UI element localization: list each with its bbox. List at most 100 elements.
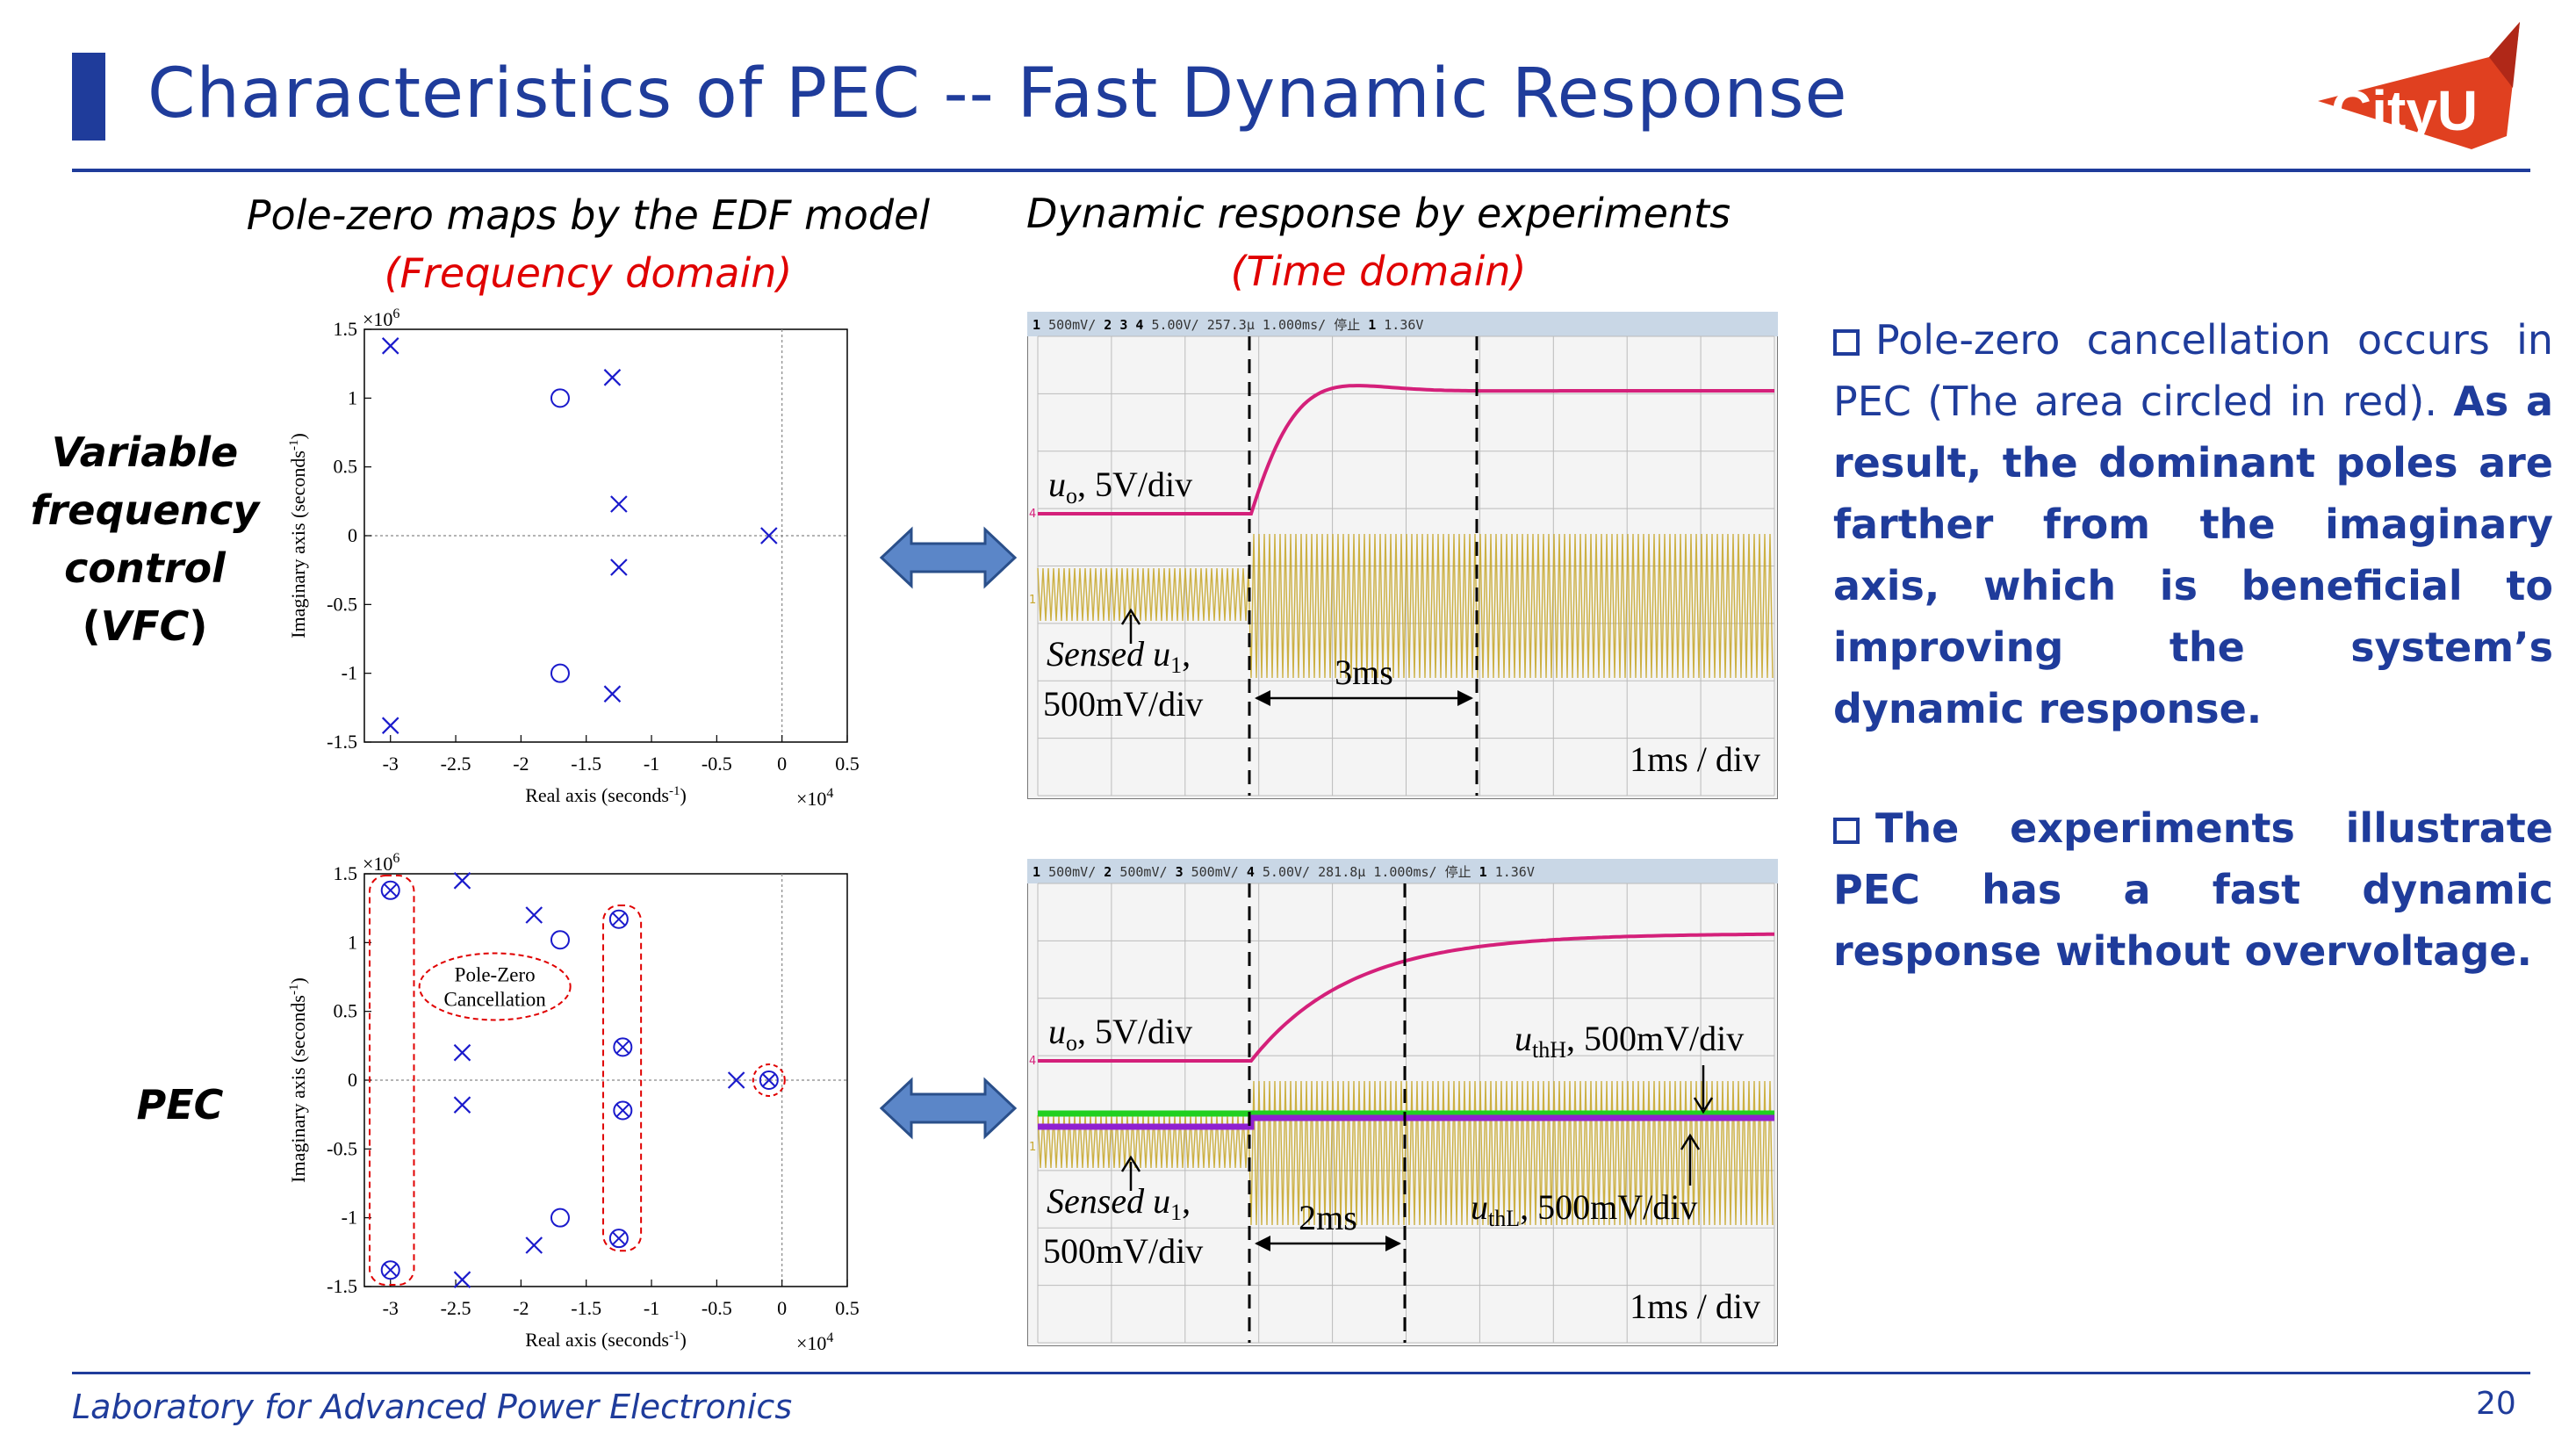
- y-tick-label: 1: [348, 931, 357, 953]
- x-tick-label: -2.5: [441, 753, 471, 775]
- x-tick-label: -2.5: [441, 1297, 471, 1319]
- y-tick-label: 1.5: [334, 318, 358, 340]
- scope-status-bar: [1027, 859, 1778, 883]
- page-number: 20: [2476, 1386, 2516, 1422]
- interval-label: 3ms: [1335, 652, 1393, 692]
- interval-arrowhead: [1457, 690, 1473, 706]
- y-tick-label: -0.5: [327, 1137, 357, 1159]
- interval-arrowhead: [1255, 690, 1270, 706]
- channel-marker: 4: [1029, 1055, 1036, 1068]
- oscilloscope-top: 1 500mV/ 2 3 4 5.00V/ 257.3μ 1.000ms/ 停止…: [1027, 312, 1778, 799]
- y-tick-label: 1: [348, 386, 357, 408]
- channel-marker: 1: [1029, 594, 1036, 607]
- y-tick-label: 0.5: [334, 456, 358, 478]
- logo-text: CityU: [2331, 79, 2478, 142]
- pole-marker: [453, 1096, 471, 1114]
- up-arrow-icon: [1680, 1133, 1701, 1186]
- annotation-text: Cancellation: [444, 988, 547, 1010]
- x-tick-label: 0.5: [835, 1297, 860, 1319]
- interval-arrowhead: [1255, 1236, 1270, 1251]
- right-header-line2: (Time domain): [1230, 248, 1527, 295]
- scope-status-bar: [1027, 312, 1778, 336]
- x-tick-label: -1.5: [571, 1297, 601, 1319]
- y-tick-label: -1.5: [327, 1275, 357, 1297]
- x-tick-label: -1: [644, 753, 659, 775]
- pole-marker: [610, 495, 628, 513]
- pole-marker: [525, 906, 543, 924]
- trace-uthl: [1038, 1114, 1774, 1130]
- up-arrow-icon: [1120, 608, 1141, 644]
- cancellation-marker: [608, 1229, 629, 1249]
- title-divider: [72, 169, 2530, 172]
- annotation-bubble: [418, 952, 572, 1021]
- vfc-label-line: Variable: [51, 429, 239, 476]
- x-axis-label: Real axis (seconds-1): [525, 1329, 687, 1351]
- double-arrow-icon: [879, 1077, 1018, 1140]
- x-tick-label: -1: [644, 1297, 659, 1319]
- oscilloscope-bottom: 1 500mV/ 2 500mV/ 3 500mV/ 4 5.00V/ 281.…: [1027, 859, 1778, 1346]
- cityu-logo: CityU: [2318, 22, 2520, 149]
- scope-status-text: 1 500mV/ 2 3 4 5.00V/ 257.3μ 1.000ms/ 停止…: [1033, 317, 1423, 333]
- bullet-item: Pole-zero cancellation occurs in PEC (Th…: [1833, 309, 2553, 739]
- channel-marker: 4: [1029, 508, 1036, 521]
- x-tick-label: 0.5: [835, 753, 860, 775]
- annotation-text: Pole-Zero: [455, 963, 536, 985]
- bullet-bold-text: The experiments illustrate PEC has a fas…: [1833, 804, 2553, 975]
- x-tick-label: 0: [777, 1297, 787, 1319]
- x-tick-label: -0.5: [702, 753, 732, 775]
- trace-uo: [1038, 932, 1774, 1063]
- y-tick-label: 1.5: [334, 862, 358, 884]
- cancellation-marker: [608, 909, 629, 929]
- pole-marker: [760, 527, 778, 544]
- zero-marker: [550, 930, 570, 950]
- pole-marker: [525, 1236, 543, 1254]
- pole-marker: [453, 1043, 471, 1062]
- y-multiplier: ×106: [363, 851, 399, 875]
- x-axis-label: Real axis (seconds-1): [525, 784, 687, 806]
- vfc-label-line: frequency: [30, 487, 260, 534]
- x-tick-label: -2: [513, 1297, 529, 1319]
- x-multiplier: ×104: [796, 1330, 833, 1354]
- bullet-bold-text: As a result, the dominant poles are fart…: [1833, 378, 2553, 732]
- x-tick-label: 0: [777, 753, 787, 775]
- x-tick-label: -0.5: [702, 1297, 732, 1319]
- sensed-label-line2: 500mV/div: [1043, 1231, 1203, 1271]
- zero-marker: [550, 1208, 570, 1228]
- sensed-label: Sensed u1,: [1047, 634, 1191, 678]
- vfc-label-line: control: [64, 544, 226, 592]
- y-axis-label: Imaginary axis (seconds-1): [287, 977, 309, 1183]
- vfc-abbr: (VFC): [82, 602, 208, 650]
- pole-marker: [453, 1271, 471, 1288]
- pole-marker: [610, 559, 628, 576]
- y-axis-label: Imaginary axis (seconds-1): [287, 433, 309, 638]
- channel-marker: 1: [1029, 1141, 1036, 1154]
- up-arrow-icon: [1120, 1155, 1141, 1191]
- cancellation-marker: [380, 880, 400, 900]
- cancellation-region: [602, 905, 643, 1252]
- timebase-label: 1ms / div: [1630, 739, 1760, 779]
- y-tick-label: -1.5: [327, 731, 357, 753]
- title-accent-bar: [72, 53, 105, 141]
- plot-frame: [363, 873, 848, 1287]
- down-arrow-icon: [1693, 1065, 1714, 1114]
- cancellation-marker: [759, 1071, 779, 1090]
- x-tick-label: -3: [383, 1297, 399, 1319]
- x-tick-label: -1.5: [571, 753, 601, 775]
- y-tick-label: 0: [348, 524, 357, 546]
- zero-marker: [550, 663, 570, 683]
- x-tick-label: -3: [383, 753, 399, 775]
- x-tick-label: -2: [513, 753, 529, 775]
- scope-frame: [1027, 859, 1778, 1346]
- y-tick-label: 0: [348, 1069, 357, 1091]
- sensed-label-line2: 500mV/div: [1043, 684, 1203, 724]
- cancellation-marker: [613, 1037, 633, 1057]
- plot-frame: [363, 328, 848, 743]
- pole-marker: [603, 369, 622, 386]
- uthl-label: uthL, 500mV/div: [1471, 1187, 1697, 1231]
- y-multiplier: ×106: [363, 306, 399, 330]
- pec-row-label: PEC: [136, 1081, 224, 1128]
- checkbox-bullet-icon: [1833, 818, 1860, 844]
- interval-label: 2ms: [1299, 1198, 1357, 1237]
- bullet-text: Pole-zero cancellation occurs in PEC (Th…: [1833, 316, 2553, 425]
